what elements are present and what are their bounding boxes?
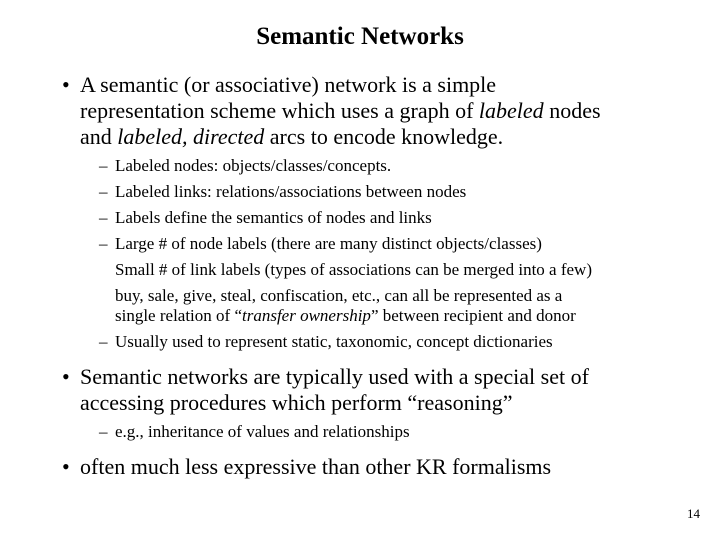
- dash-marker: –: [99, 422, 108, 441]
- text-run: ” between recipient and donor: [370, 306, 576, 325]
- text-run: Small # of link labels (types of associa…: [115, 260, 592, 279]
- text-line: e.g., inheritance of values and relation…: [115, 422, 700, 442]
- dash-marker: –: [99, 182, 108, 201]
- text-line: A semantic (or associative) network is a…: [80, 72, 690, 98]
- text-run: Usually used to represent static, taxono…: [115, 332, 553, 351]
- text-line: Semantic networks are typically used wit…: [80, 364, 690, 390]
- text-line: Usually used to represent static, taxono…: [115, 332, 700, 352]
- text-line: accessing procedures which perform “reas…: [80, 390, 690, 416]
- slide-title: Semantic Networks: [256, 23, 464, 50]
- slide-body: • A semantic (or associative) network is …: [0, 72, 720, 480]
- text-run: buy, sale, give, steal, confiscation, et…: [115, 286, 563, 305]
- text-line: Small # of link labels (types of associa…: [115, 260, 700, 280]
- text-run: accessing procedures which perform “reas…: [80, 390, 513, 415]
- text-run: Labels define the semantics of nodes and…: [115, 208, 432, 227]
- text-run: single relation of “: [115, 306, 242, 325]
- bullet-level2-item: –Usually used to represent static, taxon…: [0, 332, 720, 352]
- dash-marker: –: [99, 234, 108, 253]
- bullet-level1-item: • often much less expressive than other K…: [0, 454, 720, 480]
- bullet-level2-item: –e.g., inheritance of values and relatio…: [0, 422, 720, 442]
- bullet-level2-item: –Labeled nodes: objects/classes/concepts…: [0, 156, 720, 176]
- dash-marker: –: [99, 332, 108, 351]
- page-number: 14: [687, 506, 700, 521]
- text-run: e.g., inheritance of values and relation…: [115, 422, 410, 441]
- text-line: Large # of node labels (there are many d…: [115, 234, 700, 254]
- text-run: often much less expressive than other KR…: [80, 454, 552, 479]
- text-run: Labeled links: relations/associations be…: [115, 182, 467, 201]
- text-run: A semantic (or associative) network is a…: [80, 72, 497, 97]
- bullet-level1-item: • Semantic networks are typically used wi…: [0, 364, 720, 416]
- text-run: Labeled nodes: objects/classes/concepts.: [115, 156, 392, 175]
- text-run: and: [80, 124, 118, 149]
- text-run: representation scheme which uses a graph…: [80, 98, 479, 123]
- text-run: Large # of node labels (there are many d…: [115, 234, 542, 253]
- text-line: and labeled, directed arcs to encode kno…: [80, 124, 690, 150]
- bullet-dot-marker: •: [62, 364, 70, 389]
- italic-text-run: labeled, directed: [117, 124, 265, 149]
- text-run: arcs to encode knowledge.: [264, 124, 504, 149]
- dash-marker: –: [99, 208, 108, 227]
- bullet-dot-marker: •: [62, 454, 70, 479]
- text-line: Labeled links: relations/associations be…: [115, 182, 700, 202]
- bullet-level2-item: –Large # of node labels (there are many …: [0, 234, 720, 254]
- text-line: Labeled nodes: objects/classes/concepts.: [115, 156, 700, 176]
- dash-marker: –: [99, 156, 108, 175]
- text-line: often much less expressive than other KR…: [80, 454, 690, 480]
- text-line: buy, sale, give, steal, confiscation, et…: [115, 286, 700, 306]
- text-run: Semantic networks are typically used wit…: [80, 364, 589, 389]
- italic-text-run: transfer ownership: [242, 306, 371, 325]
- text-line: single relation of “transfer ownership” …: [115, 306, 700, 326]
- continuation-text: Small # of link labels (types of associa…: [0, 260, 720, 280]
- bullet-level1-item: • A semantic (or associative) network is …: [0, 72, 720, 150]
- italic-text-run: labeled: [478, 98, 544, 123]
- text-run: nodes: [543, 98, 601, 123]
- text-line: Labels define the semantics of nodes and…: [115, 208, 700, 228]
- bullet-level2-item: –Labeled links: relations/associations b…: [0, 182, 720, 202]
- text-line: representation scheme which uses a graph…: [80, 98, 690, 124]
- continuation-text: buy, sale, give, steal, confiscation, et…: [0, 286, 720, 326]
- bullet-level2-item: –Labels define the semantics of nodes an…: [0, 208, 720, 228]
- bullet-dot-marker: •: [62, 72, 70, 97]
